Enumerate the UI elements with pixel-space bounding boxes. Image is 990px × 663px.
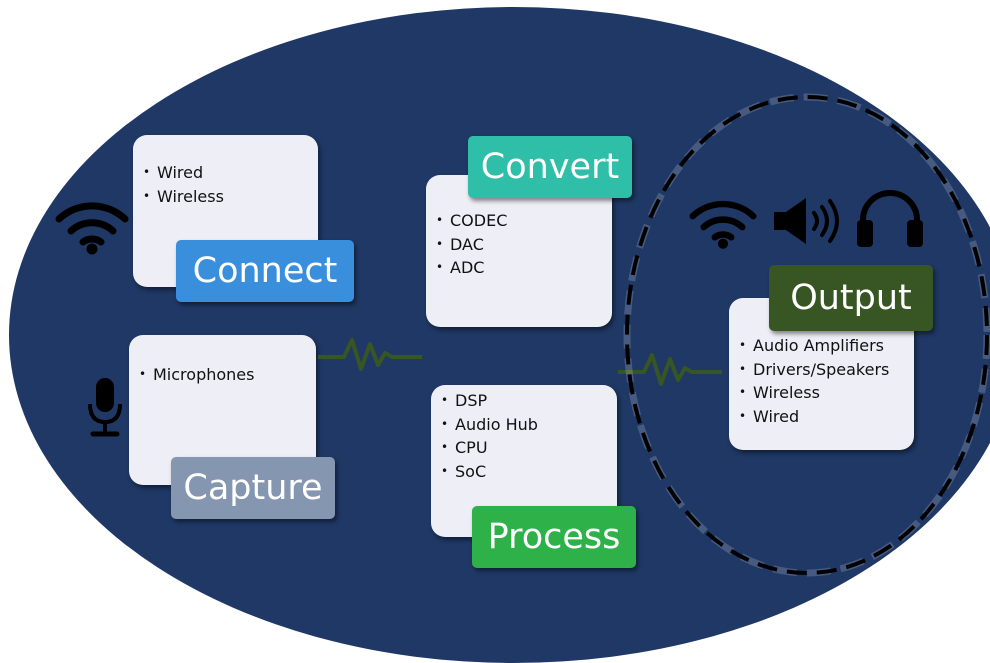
- capture-label: Capture: [171, 457, 335, 519]
- list-item: DSP: [441, 389, 538, 413]
- list-item: Drivers/Speakers: [739, 358, 889, 382]
- process-list: DSP Audio Hub CPU SoC: [441, 389, 538, 483]
- list-item: Wired: [739, 405, 889, 429]
- list-item: Wireless: [739, 381, 889, 405]
- list-item: Microphones: [139, 363, 254, 387]
- output-list: Audio Amplifiers Drivers/Speakers Wirele…: [739, 334, 889, 428]
- connect-card: Wired Wireless: [133, 135, 318, 287]
- connect-list: Wired Wireless: [143, 161, 224, 208]
- list-item: Audio Hub: [441, 413, 538, 437]
- wifi-icon: [689, 200, 757, 249]
- list-item: SoC: [441, 460, 538, 484]
- convert-label: Convert: [468, 136, 632, 198]
- output-label: Output: [769, 265, 933, 331]
- list-item: CODEC: [436, 209, 507, 233]
- list-item: Audio Amplifiers: [739, 334, 889, 358]
- list-item: Wired: [143, 161, 224, 185]
- list-item: Wireless: [143, 185, 224, 209]
- convert-list: CODEC DAC ADC: [436, 209, 507, 280]
- process-label: Process: [472, 506, 636, 568]
- list-item: CPU: [441, 436, 538, 460]
- connect-label: Connect: [176, 240, 354, 302]
- convert-card: CODEC DAC ADC: [426, 175, 612, 327]
- speaker-icon: [774, 198, 839, 244]
- list-item: ADC: [436, 256, 507, 280]
- signal-wave-right: [618, 353, 722, 386]
- headphones-icon: [857, 190, 923, 247]
- signal-wave-left: [318, 338, 422, 371]
- list-item: DAC: [436, 233, 507, 257]
- microphone-icon: [88, 378, 122, 437]
- wifi-icon: [55, 202, 129, 255]
- capture-list: Microphones: [139, 363, 254, 387]
